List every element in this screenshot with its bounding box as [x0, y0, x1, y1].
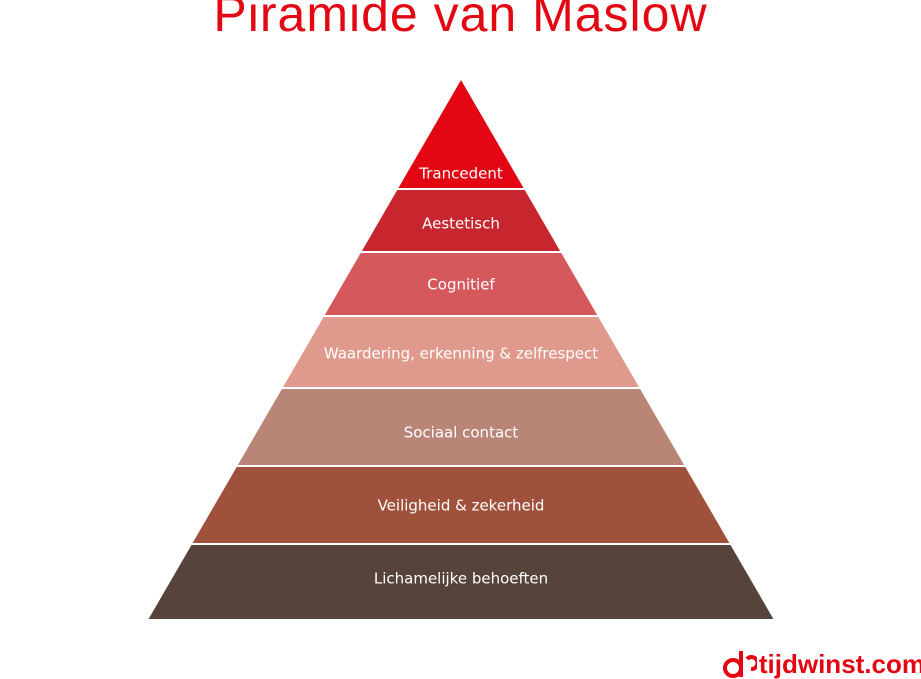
- pyramid-layer-label: Lichamelijke behoeften: [374, 570, 548, 588]
- pyramid-layer-2: [361, 190, 561, 251]
- pyramid-layer-label: Veiligheid & zekerheid: [378, 497, 545, 515]
- logo-mark-icon: [722, 651, 757, 678]
- pyramid-layer-7: [148, 545, 774, 619]
- pyramid-layer-label: Sociaal contact: [404, 424, 519, 442]
- pyramid-layer-label: Cognitief: [427, 276, 495, 294]
- pyramid-layer-5: [237, 389, 685, 465]
- brand-logo[interactable]: tijdwinst.com: [721, 649, 921, 679]
- pyramid-layer-4: [283, 317, 639, 387]
- pyramid-layer-1: [398, 80, 524, 188]
- pyramid-layer-label: Aestetisch: [422, 215, 500, 233]
- pyramid-layer-label: Waardering, erkenning & zelfrespect: [324, 345, 598, 363]
- pyramid-layer-6: [192, 467, 730, 543]
- page-title: Piramide van Maslow: [213, 0, 708, 42]
- pyramid-layer-label: Trancedent: [418, 165, 503, 183]
- pyramid-layer-3: [324, 253, 598, 315]
- logo-text: tijdwinst.com: [758, 649, 921, 679]
